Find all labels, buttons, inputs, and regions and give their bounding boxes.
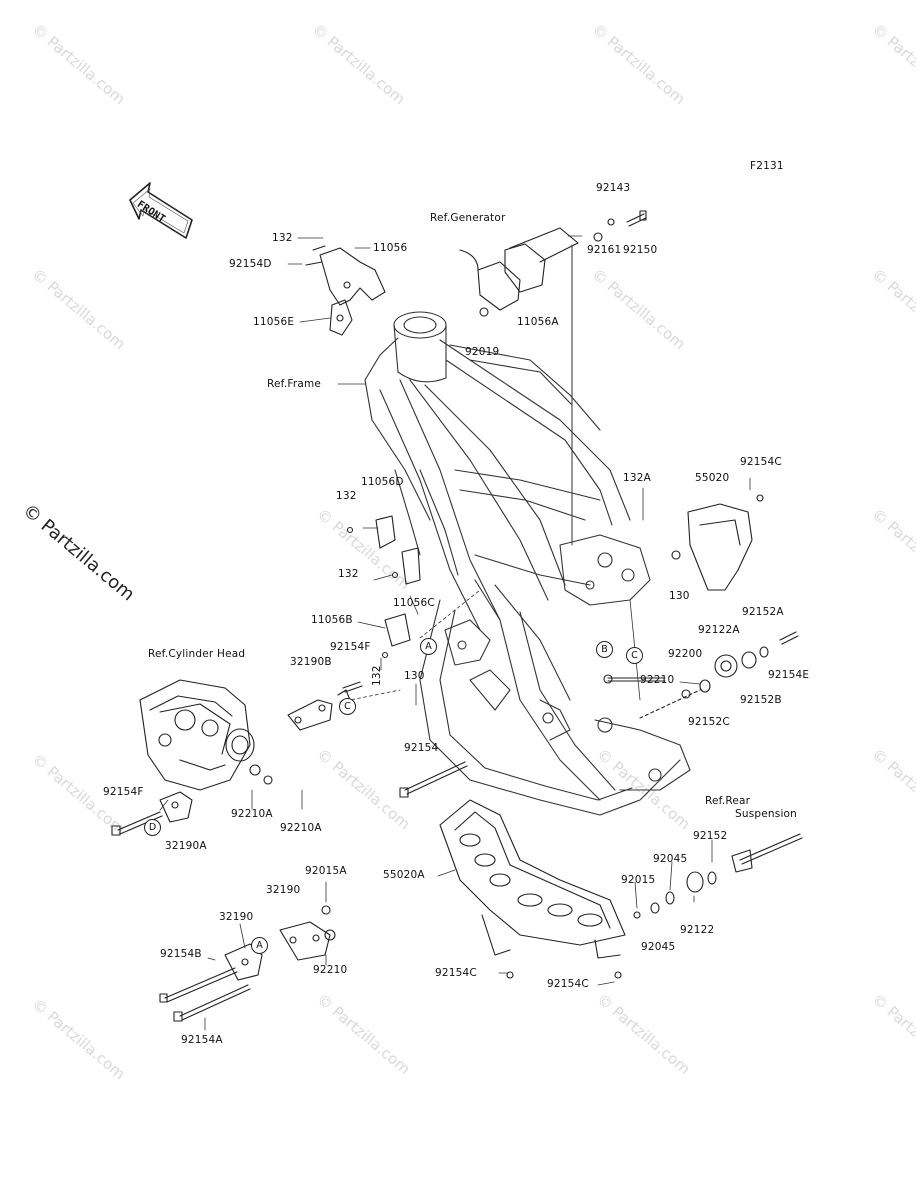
part-label[interactable]: 132 [371,665,383,686]
part-label[interactable]: 92152C [688,716,730,728]
ref-generator: Ref.Generator [430,212,506,224]
mount-32190a [111,791,193,836]
part-label[interactable]: 130 [669,590,690,602]
part-label[interactable]: 92045 [641,941,676,953]
bolt-92154 [399,761,468,798]
ref-frame: Ref.Frame [267,378,322,390]
part-label[interactable]: 92152A [742,606,784,618]
part-label[interactable]: 92150 [623,244,658,256]
part-label[interactable]: 32190 [266,884,301,896]
part-label[interactable]: 92154B [160,948,202,960]
bolt-92150 [593,210,647,242]
part-label[interactable]: 132 [336,490,357,502]
part-label[interactable]: 92154F [103,786,144,798]
part-label[interactable]: 92015 [621,874,656,886]
callout-b: B [596,641,613,658]
ref-rear-suspension-line2: Suspension [735,808,798,820]
ref-cylinder-head: Ref.Cylinder Head [148,648,246,660]
part-label[interactable]: 92015A [305,865,347,877]
part-label[interactable]: 92154A [181,1034,223,1046]
part-label[interactable]: 92122 [680,924,715,936]
figure-code: F2131 [750,160,784,172]
part-label[interactable]: 92019 [465,346,500,358]
bracket-11056 [305,245,386,336]
part-label[interactable]: 92152 [693,830,728,842]
part-label[interactable]: 11056E [253,316,295,328]
engine-mount-rear [603,631,799,719]
mount-32190b [287,681,363,731]
regulator [459,227,579,317]
part-label[interactable]: 92154F [330,641,371,653]
part-label[interactable]: 132 [272,232,293,244]
part-label[interactable]: 92143 [596,182,631,194]
front-arrow-icon [129,182,193,239]
part-label[interactable]: 92210 [313,964,348,976]
mount-32190 [159,905,336,1022]
part-label[interactable]: 92154C [435,967,477,979]
part-label[interactable]: 132 [338,568,359,580]
part-label[interactable]: 92161 [587,244,622,256]
frame-main [364,311,691,816]
part-label[interactable]: 92154C [740,456,782,468]
part-label[interactable]: 130 [404,670,425,682]
part-label[interactable]: 132A [623,472,652,484]
rear-suspension-bolt [633,833,803,919]
callout-c: C [626,647,643,664]
part-label[interactable]: 11056C [393,597,435,609]
part-label[interactable]: 55020 [695,472,730,484]
callout-a: A [420,638,437,655]
part-label[interactable]: 92154E [768,669,810,681]
part-label[interactable]: 32190 [219,911,254,923]
part-label[interactable]: 92200 [668,648,703,660]
part-label[interactable]: 92210A [231,808,273,820]
guard-55020 [671,494,764,591]
part-label[interactable]: 92154C [547,978,589,990]
cylinder-head [139,679,273,791]
part-label[interactable]: 92210A [280,822,322,834]
part-label[interactable]: 32190A [165,840,207,852]
part-label[interactable]: 55020A [383,869,425,881]
part-label[interactable]: 92210 [640,674,675,686]
part-label[interactable]: 92152B [740,694,782,706]
part-label[interactable]: 92122A [698,624,740,636]
part-label[interactable]: 11056 [373,242,408,254]
part-label[interactable]: 32190B [290,656,332,668]
skid-plate-55020a [439,799,626,979]
callout-c: C [339,698,356,715]
callout-d: D [144,819,161,836]
callout-a: A [251,937,268,954]
part-label[interactable]: 11056B [311,614,353,626]
part-label[interactable]: 92045 [653,853,688,865]
part-label[interactable]: 92154D [229,258,272,270]
part-label[interactable]: 11056A [517,316,559,328]
part-label[interactable]: 11056D [361,476,404,488]
bracket-11056d [346,515,421,659]
part-label[interactable]: 92154 [404,742,439,754]
ref-rear-suspension-line1: Ref.Rear [705,795,751,807]
